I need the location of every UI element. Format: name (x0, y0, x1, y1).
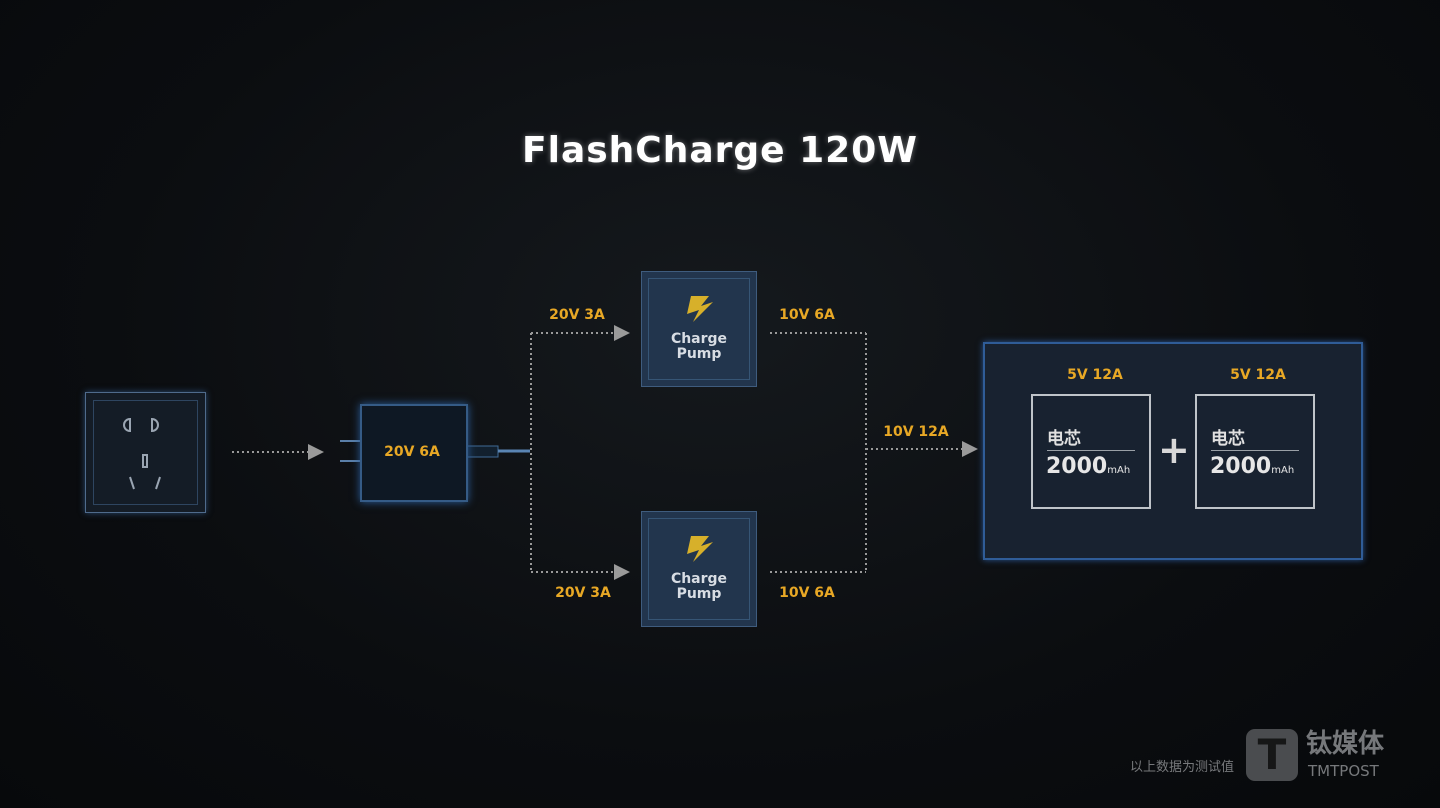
charger-adapter (360, 404, 468, 502)
cell-rating: 5V 12A (1230, 367, 1286, 383)
lightning-icon (687, 536, 713, 562)
lightning-icon (687, 296, 713, 322)
pump-label: Charge (670, 331, 728, 347)
socket-outlet-icon (123, 417, 161, 490)
top-input-label: 20V 3A (549, 307, 605, 323)
top-output-label: 10V 6A (779, 307, 835, 323)
cell-capacity: 2000 (1210, 454, 1272, 479)
cell-unit: mAh (1107, 465, 1131, 476)
combined-label: 10V 12A (883, 424, 949, 440)
diagram-title: FlashCharge 120W (522, 130, 918, 171)
bottom-output-label: 10V 6A (779, 585, 835, 601)
pump-label: Pump (676, 586, 722, 602)
cell-rating: 5V 12A (1067, 367, 1123, 383)
cell-unit: mAh (1271, 465, 1295, 476)
watermark-logo: T (1246, 729, 1298, 781)
plus-sign: + (1158, 428, 1190, 472)
watermark-overlay: 以上数据为测试值 (1129, 760, 1234, 775)
watermark-cn: 钛媒体 (1306, 729, 1385, 759)
cell-name: 电芯 (1047, 429, 1081, 449)
pump-label: Pump (676, 346, 722, 362)
adapter-label: 20V 6A (384, 444, 440, 460)
battery-pack (983, 342, 1363, 560)
watermark-en: TMTPOST (1308, 762, 1379, 780)
wall-socket (85, 392, 206, 513)
cell-name: 电芯 (1211, 429, 1245, 449)
cell-capacity: 2000 (1046, 454, 1108, 479)
bottom-input-label: 20V 3A (555, 585, 611, 601)
battery-cell: 电芯 2000mAh (1195, 394, 1315, 509)
battery-cell: 电芯 2000mAh (1031, 394, 1151, 509)
pump-label: Charge (670, 571, 728, 587)
